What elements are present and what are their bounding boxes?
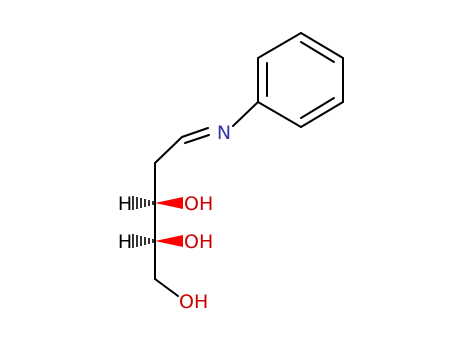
- chain-bonds: [154, 101, 259, 297]
- hash-bond-c4-h: [132, 234, 154, 248]
- ring-bond-3: [300, 32, 344, 59]
- hydroxyl-label-c4: OH: [184, 231, 213, 253]
- hydrogen-label-c4: H: [118, 231, 132, 253]
- wedge-bond-c4-oh: [155, 235, 183, 247]
- imine-double-bond-2: [184, 134, 210, 144]
- imine-double-bond-1: [181, 127, 209, 138]
- wedge-bond-c3-oh: [155, 197, 183, 209]
- ring-inner-bond-2: [300, 41, 335, 63]
- n-phenyl-bond: [232, 101, 259, 127]
- ring-inner-bond-3: [300, 97, 335, 119]
- stereo-wedges: [132, 196, 183, 248]
- c5-o-bond: [154, 278, 179, 297]
- atom-labels: N OH OH OH H H: [118, 122, 231, 313]
- ring-bond-5: [300, 101, 344, 128]
- ring-bond-2: [257, 32, 302, 59]
- hydrogen-label-c3: H: [118, 193, 132, 215]
- phenyl-ring: [257, 32, 344, 128]
- hydroxyl-label-c5: OH: [179, 291, 208, 313]
- hydroxyl-label-c3: OH: [184, 193, 213, 215]
- c1-c2-bond: [154, 136, 183, 164]
- ring-bond-6: [257, 101, 302, 128]
- hash-bond-c3-h: [132, 196, 154, 210]
- imine-nitrogen-label: N: [217, 122, 231, 144]
